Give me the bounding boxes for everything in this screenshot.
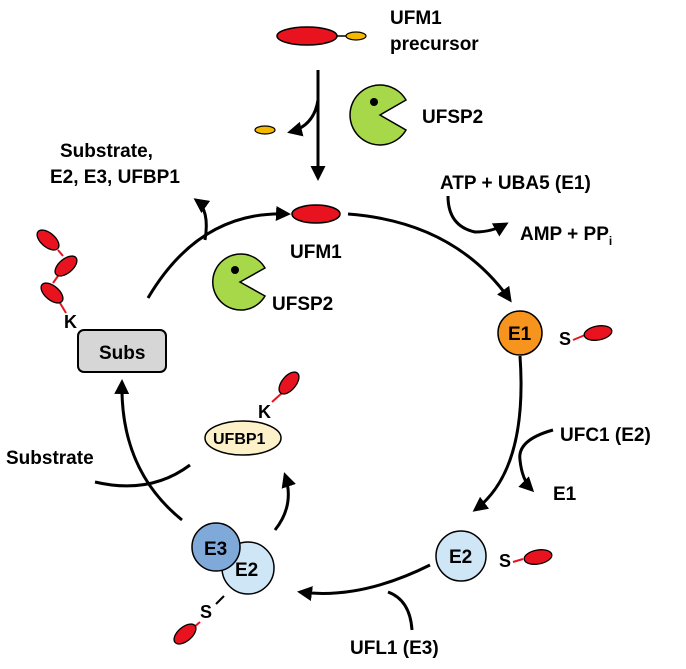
ufm1-precursor [276, 26, 367, 46]
transfer-to-e2-arrow [472, 355, 523, 512]
ufsp2-pacman-icon-mid [212, 253, 267, 311]
e1-ufm1 [583, 325, 613, 341]
ufbp1-bond [271, 392, 283, 403]
ufl1-side-arrow [387, 590, 414, 631]
amp-ppi-label: AMP + PPi [520, 224, 612, 248]
ufm1-label: UFM1 [290, 242, 342, 263]
substrate-node [77, 329, 167, 373]
ufsp2-pacman-icon-top [349, 84, 408, 146]
ufm1-precursor-label-1: UFM1 [390, 8, 442, 29]
e3-ufm1 [173, 623, 197, 645]
ufbp1-ufm1 [278, 371, 300, 395]
e2-s-label: S [499, 551, 511, 571]
transfer-to-e3-arrow [297, 563, 431, 602]
substrate-modification-arrow [114, 379, 183, 522]
e2-ufm1 [523, 549, 553, 565]
e1-s-label: S [559, 329, 571, 349]
e3-s-label: S [200, 602, 212, 622]
e2-complex-label: E2 [235, 560, 258, 581]
subs-k-label: K [64, 312, 77, 332]
ufm1-mature [291, 204, 341, 224]
e3-label: E3 [204, 539, 227, 560]
e2-thioester-bond [512, 558, 524, 563]
substrate-in-label: Substrate [6, 448, 94, 469]
ufbp1-node [204, 420, 282, 456]
poly-ufm1-chain [36, 229, 78, 314]
release-arrow [193, 198, 211, 241]
released-label-2: E2, E3, UFBP1 [50, 167, 180, 188]
ufsp2-label-mid: UFSP2 [272, 294, 333, 315]
e1-thioester-bond [572, 334, 586, 341]
e2-node [435, 530, 487, 582]
ufl1-label: UFL1 (E3) [350, 638, 439, 659]
ufbp1-k-label: K [258, 402, 271, 422]
ufm1-precursor-label-2: precursor [390, 34, 479, 55]
activation-arrow [347, 212, 512, 303]
ufbp1-modification-arrow [273, 472, 296, 531]
cleaved-tag [254, 125, 276, 135]
ufc1-label: UFC1 (E2) [560, 425, 651, 446]
e3-node [191, 522, 241, 572]
e1-released-label: E1 [553, 484, 577, 505]
e1-node [497, 310, 543, 356]
ufc1-side-arrow [518, 428, 554, 493]
atp-side-arrow [446, 195, 509, 237]
substrate-node-label: Subs [99, 343, 145, 364]
ufsp2-label-top: UFSP2 [422, 107, 483, 128]
e2-label: E2 [449, 547, 472, 568]
e1-label: E1 [508, 324, 532, 345]
tag-release-arrow [287, 99, 320, 137]
e3-bond-line [215, 595, 225, 605]
released-label-1: Substrate, [60, 141, 153, 162]
atp-uba5-label: ATP + UBA5 (E1) [440, 173, 591, 194]
substrate-side-arrow [94, 463, 191, 488]
ufbp1-label: UFBP1 [213, 431, 266, 448]
deconjugation-arrow [146, 205, 291, 299]
